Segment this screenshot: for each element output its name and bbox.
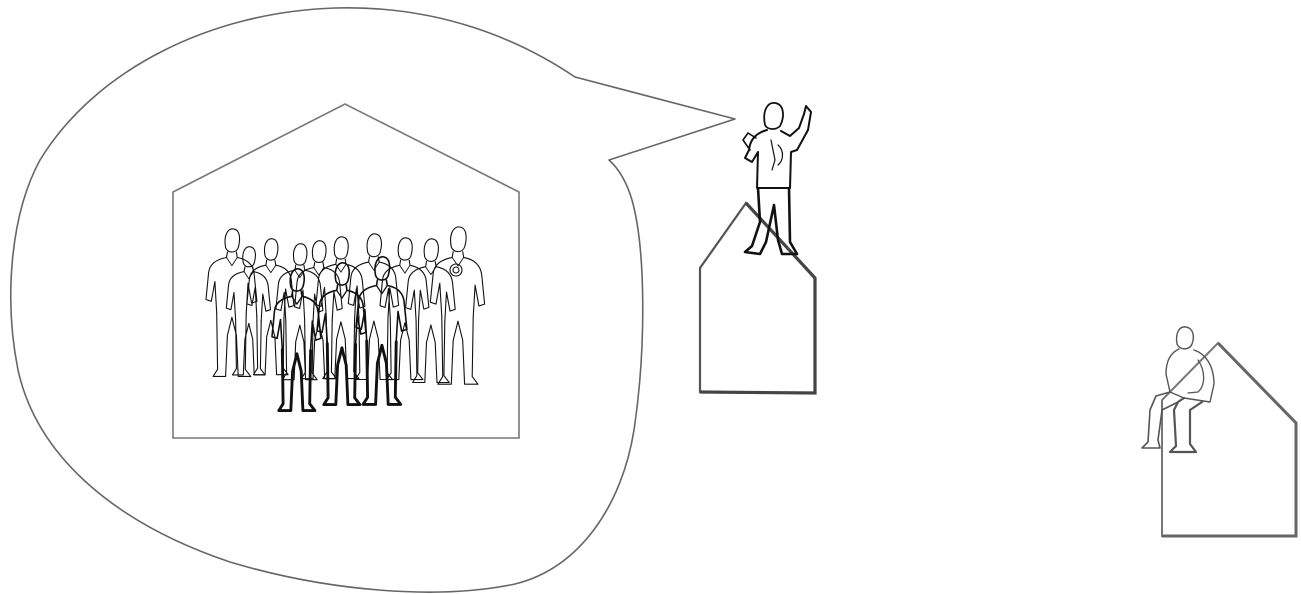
right-house-icon bbox=[1162, 343, 1296, 536]
